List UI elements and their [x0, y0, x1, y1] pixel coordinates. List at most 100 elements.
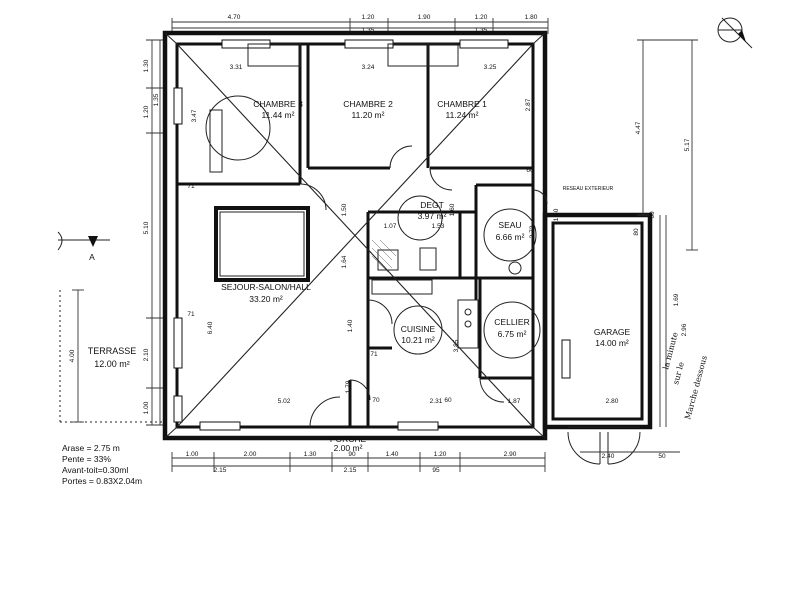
- section-label: A: [89, 252, 95, 262]
- dim-bottom-6: 1.20: [434, 451, 447, 458]
- left-dimension-lines: [72, 39, 166, 426]
- handwritten-note-3: Marche dessous: [683, 355, 709, 421]
- north-arrow-icon: [717, 17, 753, 49]
- room-sejour-area: 33.20 m²: [249, 294, 283, 304]
- top-windows: [173, 39, 509, 431]
- dim-int-18: 1.50: [553, 208, 560, 221]
- dim-int-23: 71: [187, 311, 195, 318]
- room-sejour-name: SEJOUR-SALON/HALL: [221, 282, 311, 292]
- dim-int-25: 70: [372, 397, 380, 404]
- dim-bottom-1: 1.00: [186, 451, 199, 458]
- dim-int-top-3: 3.25: [484, 64, 497, 71]
- dim-left-5: 1.00: [143, 401, 150, 414]
- dim-int-21: 3.47: [191, 109, 198, 122]
- dim-top-5: 1.80: [525, 14, 538, 21]
- note-pente: Pente = 33%: [62, 454, 111, 464]
- terrace-outline: [59, 290, 165, 423]
- dim-int-16: 50: [658, 453, 666, 460]
- room-chambre-2-name: CHAMBRE 2: [343, 99, 393, 109]
- room-degt-name: DEGT: [420, 200, 444, 210]
- dim-bottom-5: 1.40: [386, 451, 399, 458]
- dim-int-20: 60: [649, 211, 656, 219]
- dim-int-13: 1.87: [508, 398, 521, 405]
- dim-terrace-height: 4.00: [69, 349, 76, 362]
- furniture: [205, 95, 548, 428]
- dim-int-17: 60: [526, 167, 534, 174]
- dim-bottom-4: 90: [348, 451, 356, 458]
- dim-top-4: 1.20: [475, 14, 488, 21]
- room-porche-name: PORCHE: [330, 434, 367, 444]
- dim-garage-2: 2.96: [681, 323, 688, 336]
- dim-int-3: 1.07: [384, 223, 397, 230]
- dim-int-19: 80: [633, 228, 640, 236]
- garage-walls: [542, 212, 667, 465]
- dim-left-1: 1.30: [143, 59, 150, 72]
- dim-int-27: 2.72: [529, 225, 536, 238]
- dim-top-6: 1.35: [362, 27, 375, 34]
- dim-int-1: 2.87: [525, 98, 532, 111]
- room-chambre-2-area: 11.20 m²: [352, 110, 385, 120]
- dim-int-top-1: 3.31: [230, 64, 243, 71]
- room-chambre-3-area: 11.44 m²: [262, 110, 295, 120]
- dim-bottom-3: 1.30: [304, 451, 317, 458]
- dim-top-3: 1.90: [418, 14, 431, 21]
- room-terrasse-area: 12.00 m²: [94, 359, 130, 369]
- room-cuisine-name: CUISINE: [401, 324, 436, 334]
- dim-int-15: 2.40: [602, 453, 615, 460]
- dim-bottom-9: 2.15: [344, 467, 357, 474]
- room-cellier-name: CELLIER: [494, 317, 529, 327]
- dim-bottom-2: 2.00: [244, 451, 257, 458]
- room-cellier-area: 6.75 m²: [498, 329, 527, 339]
- dim-int-10: 1.79: [345, 380, 352, 393]
- room-chambre-1-name: CHAMBRE 1: [437, 99, 487, 109]
- roof-diagonals: [176, 43, 534, 428]
- handwritten-note-2: sur le: [671, 361, 686, 386]
- dim-int-top-2: 3.24: [362, 64, 375, 71]
- dim-left-3: 5.10: [143, 221, 150, 234]
- dim-int-24: 71: [370, 351, 378, 358]
- room-porche-area: 2.00 m²: [334, 443, 363, 453]
- interior-dimensions: 3.31 3.24 3.25 2.87 1.50 1.07 1.53 1.60 …: [187, 64, 666, 460]
- room-garage-area: 14.00 m²: [595, 338, 629, 348]
- dim-bottom-8: 2.15: [214, 467, 227, 474]
- room-chambre-3-name: CHAMBRE 3: [253, 99, 303, 109]
- dim-int-14: 2.80: [606, 398, 619, 405]
- right-dimension-lines: [637, 39, 698, 251]
- dim-int-2: 1.50: [341, 203, 348, 216]
- notes-block: Arase = 2.75 m Pente = 33% Avant-toit=0.…: [62, 443, 142, 486]
- dim-left-2: 1.20: [143, 105, 150, 118]
- room-cuisine-area: 10.21 m²: [401, 335, 435, 345]
- dim-left-4: 2.10: [143, 348, 150, 361]
- note-portes: Portes = 0.83X2.04m: [62, 476, 142, 486]
- dim-top-7: 1.35: [475, 27, 488, 34]
- room-seau-area: 6.66 m²: [496, 232, 525, 242]
- room-seau-name: SEAU: [498, 220, 521, 230]
- room-terrasse-name: TERRASSE: [88, 346, 137, 356]
- top-right-label: RESEAU EXTERIEUR: [563, 186, 614, 192]
- note-arase: Arase = 2.75 m: [62, 443, 120, 453]
- wet-area-hatching: [371, 239, 397, 273]
- note-avant-toit: Avant-toit=0.30ml: [62, 465, 128, 475]
- dim-int-11: 5.02: [278, 398, 291, 405]
- top-dimension-lines: [171, 18, 549, 34]
- dim-int-9: 3.85: [453, 339, 460, 352]
- dim-int-6: 1.64: [341, 255, 348, 268]
- room-garage-name: GARAGE: [594, 327, 631, 337]
- dim-int-22: 71: [187, 183, 195, 190]
- room-degt-area: 3.97 m²: [418, 211, 447, 221]
- dim-right-2: 5.17: [684, 138, 691, 151]
- bottom-dimension-lines: [171, 451, 680, 472]
- dim-top-2: 1.20: [362, 14, 375, 21]
- dim-right-1: 4.47: [635, 121, 642, 134]
- dim-int-5: 1.60: [449, 203, 456, 216]
- room-chambre-1-area: 11.24 m²: [446, 110, 479, 120]
- dim-bottom-10: 95: [432, 467, 440, 474]
- dim-int-26: 60: [444, 397, 452, 404]
- room-labels: CHAMBRE 3 11.44 m² CHAMBRE 2 11.20 m² CH…: [88, 99, 631, 453]
- interior-walls: [177, 43, 533, 427]
- dim-int-12: 2.31: [430, 398, 443, 405]
- dim-bottom-7: 2.90: [504, 451, 517, 458]
- dim-left-6: 1.35: [153, 93, 160, 106]
- dim-int-8: 1.40: [347, 319, 354, 332]
